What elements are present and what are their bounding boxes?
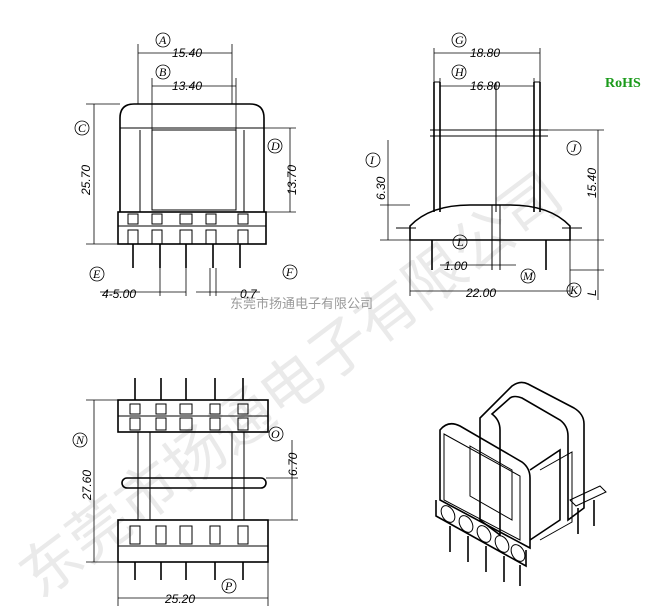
label-i: I [369, 153, 375, 167]
label-j: J [571, 141, 577, 155]
dim-d: 13.70 [285, 165, 299, 195]
front-body [119, 103, 265, 212]
label-e: E [92, 267, 101, 281]
label-k: K [569, 283, 579, 297]
dim-e: 4-5.00 [102, 287, 136, 301]
label-a: A [158, 33, 167, 47]
dim-b: 13.40 [172, 79, 202, 93]
label-d: D [270, 139, 280, 153]
dim-i: 6.30 [374, 176, 388, 200]
label-f: F [285, 265, 294, 279]
side-view: G 18.80 H 16.80 I 6.30 J 15.40 K L L 1.0… [365, 32, 604, 300]
dim-l: 1.00 [444, 259, 468, 273]
dim-c: 25.70 [79, 165, 93, 196]
dim-k-suffix: L [585, 289, 599, 296]
bottom-bottom-rail [117, 519, 269, 563]
company-name: 东莞市扬通电子有限公司 [230, 296, 373, 312]
front-view: A 15.40 B 13.40 C 25.70 D 13.70 E 4-5.00… [74, 32, 299, 301]
front-window [151, 129, 237, 211]
iso-front-flange [439, 422, 531, 550]
dim-j: 15.40 [585, 168, 599, 198]
dim-p: 25.20 [164, 592, 195, 606]
dim-o: 6.70 [286, 452, 300, 476]
dim-f: 0.7 [240, 287, 258, 301]
side-base [409, 204, 571, 241]
label-l: L [456, 235, 464, 249]
dim-m: 22.00 [465, 286, 496, 300]
bottom-view: N 27.60 O 6.70 P 25.20 [72, 378, 300, 606]
label-m: M [522, 269, 534, 283]
label-o: O [271, 427, 280, 441]
iso-base [435, 500, 527, 568]
dim-h: 16.80 [470, 79, 500, 93]
dim-g: 18.80 [470, 46, 500, 60]
dim-a: 15.40 [172, 46, 202, 60]
label-p: P [224, 579, 233, 593]
label-n: N [75, 433, 85, 447]
label-g: G [455, 33, 464, 47]
label-h: H [454, 65, 465, 79]
iso-core-window [469, 445, 513, 521]
bottom-center-bar [121, 477, 267, 489]
label-c: C [78, 121, 87, 135]
isometric-view [435, 381, 607, 586]
iso-back-flange [479, 381, 585, 537]
rohs-mark: RoHS [605, 76, 641, 91]
dim-n: 27.60 [80, 470, 94, 501]
label-b: B [159, 65, 167, 79]
